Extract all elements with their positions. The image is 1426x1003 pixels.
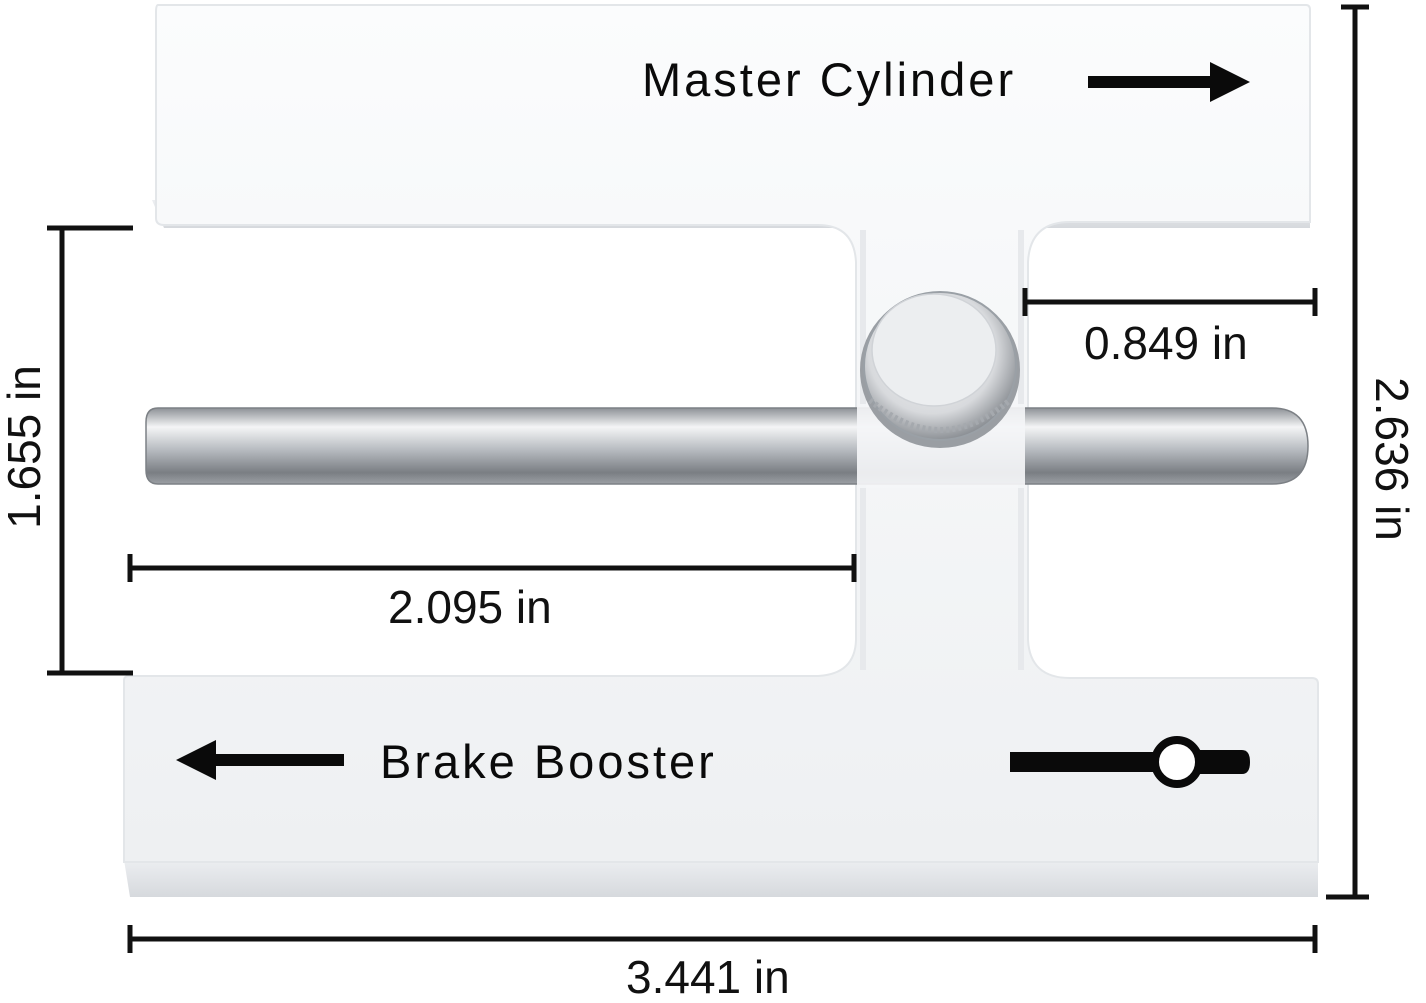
rod-length-dimension-label: 2.095 in	[388, 581, 552, 633]
thumb-screw-knob	[860, 291, 1020, 448]
total-width-dimension-label: 3.441 in	[626, 951, 790, 1003]
brake-booster-label: Brake Booster	[380, 735, 717, 788]
total-height-dimension-label: 2.636 in	[1366, 377, 1418, 541]
arrow-right-icon	[1088, 62, 1250, 102]
inner-height-dimension-label: 1.655 in	[0, 365, 50, 529]
offset-dimension-label: 0.849 in	[1084, 317, 1248, 369]
dimension-lines	[47, 4, 1369, 953]
steel-rod	[145, 404, 1309, 488]
arrow-left-icon	[176, 740, 344, 780]
pushrod-symbol-icon	[1010, 736, 1250, 788]
master-cylinder-label: Master Cylinder	[642, 53, 1017, 106]
